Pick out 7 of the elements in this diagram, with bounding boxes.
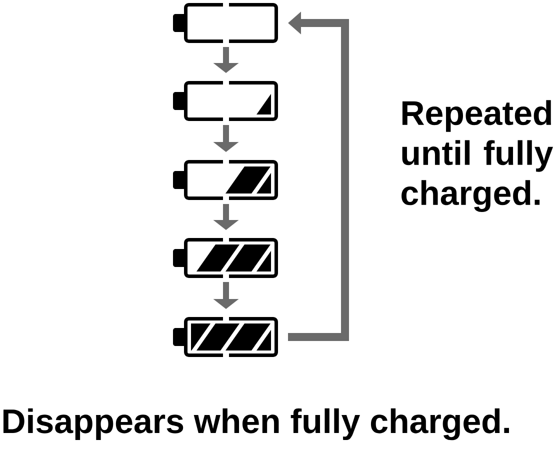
battery-icon [173, 316, 278, 357]
edge-label: Repeated until fully charged. [400, 100, 558, 212]
battery-icon [173, 238, 278, 278]
battery-icon [173, 160, 278, 200]
note-text: Disappears when fully charged. [3, 408, 509, 440]
battery-icon [173, 81, 278, 121]
battery-icon [173, 3, 278, 43]
